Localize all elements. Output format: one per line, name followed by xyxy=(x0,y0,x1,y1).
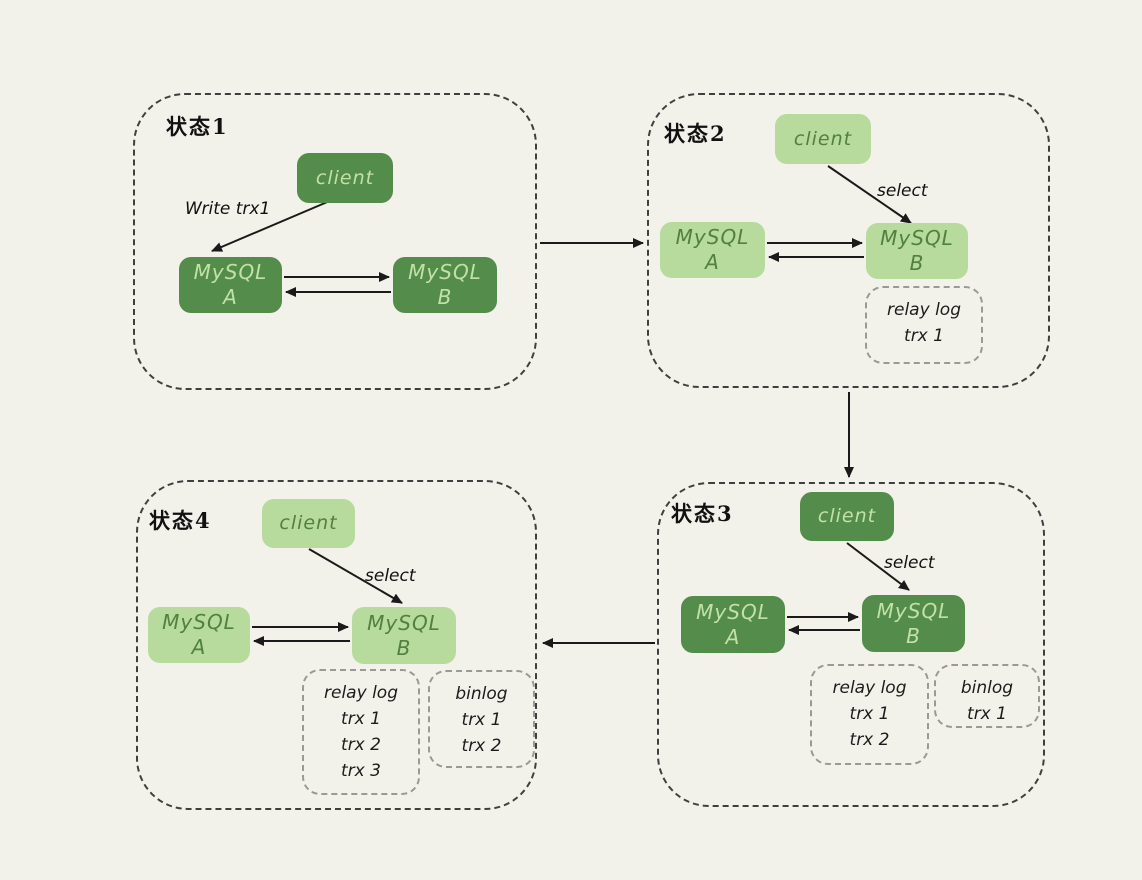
mysql-a-sub: A xyxy=(191,635,207,659)
mysql-a-sub: A xyxy=(223,285,238,309)
panel-state-3 xyxy=(657,482,1045,807)
log-entry: trx 2 xyxy=(461,736,502,756)
mysql-b-name: MySQL xyxy=(876,598,951,623)
log-entry: trx 1 xyxy=(967,704,1007,724)
log-entry: trx 2 xyxy=(849,730,890,750)
arrow-client-to-b-state4 xyxy=(308,548,403,604)
mysql-b-sub: B xyxy=(437,285,453,309)
log-entry: trx 1 xyxy=(904,326,944,346)
mysql-b-name: MySQL xyxy=(880,226,954,250)
panel-title-state-3: 状态3 xyxy=(671,501,734,526)
edge-label-select-state-3: select xyxy=(884,553,935,573)
relay-log-box-state-2: relay log trx 1 xyxy=(865,286,983,364)
client-node-state-2: client xyxy=(775,114,871,164)
relay-log-box-state-3: relay log trx 1 trx 2 xyxy=(810,664,929,765)
mysql-b-node-state-3: MySQL B xyxy=(862,595,965,652)
binlog-title: binlog xyxy=(960,678,1014,698)
mysql-b-node-state-2: MySQL B xyxy=(866,223,968,279)
panel-state-4 xyxy=(136,480,537,810)
mysql-b-sub: B xyxy=(909,251,925,275)
relay-log-entries: trx 1 trx 2 xyxy=(812,701,927,753)
relay-log-title: relay log xyxy=(324,683,398,703)
mysql-a-node-state-4: MySQL A xyxy=(148,607,250,663)
relay-log-title: relay log xyxy=(832,678,907,698)
arrow-client-to-b-state2 xyxy=(827,165,912,224)
relay-log-entries: trx 1 xyxy=(867,323,981,349)
binlog-box-state-3: binlog trx 1 xyxy=(934,664,1040,728)
log-entry: trx 1 xyxy=(849,704,890,724)
mysql-b-node-state-1: MySQL B xyxy=(393,257,497,313)
mysql-a-name: MySQL xyxy=(193,260,268,284)
relay-log-title: relay log xyxy=(887,300,961,320)
mysql-a-node-state-1: MySQL A xyxy=(179,257,282,313)
relay-log-box-state-4: relay log trx 1 trx 2 trx 3 xyxy=(302,669,420,795)
edge-label-select-state-2: select xyxy=(877,181,928,201)
arrow-client-to-b-state3 xyxy=(846,542,910,591)
mysql-b-sub: B xyxy=(906,623,921,648)
log-entry: trx 3 xyxy=(341,761,381,781)
panel-state-2 xyxy=(647,93,1050,388)
mysql-a-sub: A xyxy=(705,250,720,274)
client-label: client xyxy=(793,127,853,150)
arrow-client-to-a-state1 xyxy=(211,199,333,252)
panel-title-state-1: 状态1 xyxy=(166,114,229,139)
binlog-box-state-4: binlog trx 1 trx 2 xyxy=(428,670,535,768)
client-label: client xyxy=(315,166,375,189)
mysql-a-name: MySQL xyxy=(696,599,770,624)
client-node-state-1: client xyxy=(297,153,393,203)
log-entry: trx 1 xyxy=(341,709,381,729)
panel-title-state-4: 状态4 xyxy=(149,508,212,533)
mysql-a-sub: A xyxy=(725,624,741,649)
mysql-b-node-state-4: MySQL B xyxy=(352,607,456,664)
mysql-a-name: MySQL xyxy=(675,225,750,249)
binlog-title: binlog xyxy=(455,684,508,704)
mysql-b-sub: B xyxy=(396,635,412,660)
client-label: client xyxy=(279,512,338,534)
mysql-b-name: MySQL xyxy=(408,260,482,284)
edge-label-write-trx1: Write trx1 xyxy=(185,199,271,219)
edge-label-select-state-4: select xyxy=(365,566,416,586)
binlog-entries: trx 1 xyxy=(936,701,1038,727)
client-node-state-4: client xyxy=(262,499,355,548)
mysql-a-node-state-3: MySQL A xyxy=(681,596,785,653)
mysql-b-name: MySQL xyxy=(367,610,441,635)
log-entry: trx 2 xyxy=(341,735,381,755)
mysql-a-name: MySQL xyxy=(162,610,236,634)
binlog-entries: trx 1 trx 2 xyxy=(430,707,533,759)
client-label: client xyxy=(817,505,877,527)
panel-state-1 xyxy=(133,93,537,390)
relay-log-entries: trx 1 trx 2 trx 3 xyxy=(304,706,418,784)
log-entry: trx 1 xyxy=(461,710,502,730)
panel-title-state-2: 状态2 xyxy=(664,121,727,146)
mysql-a-node-state-2: MySQL A xyxy=(660,222,765,278)
client-node-state-3: client xyxy=(800,492,894,541)
